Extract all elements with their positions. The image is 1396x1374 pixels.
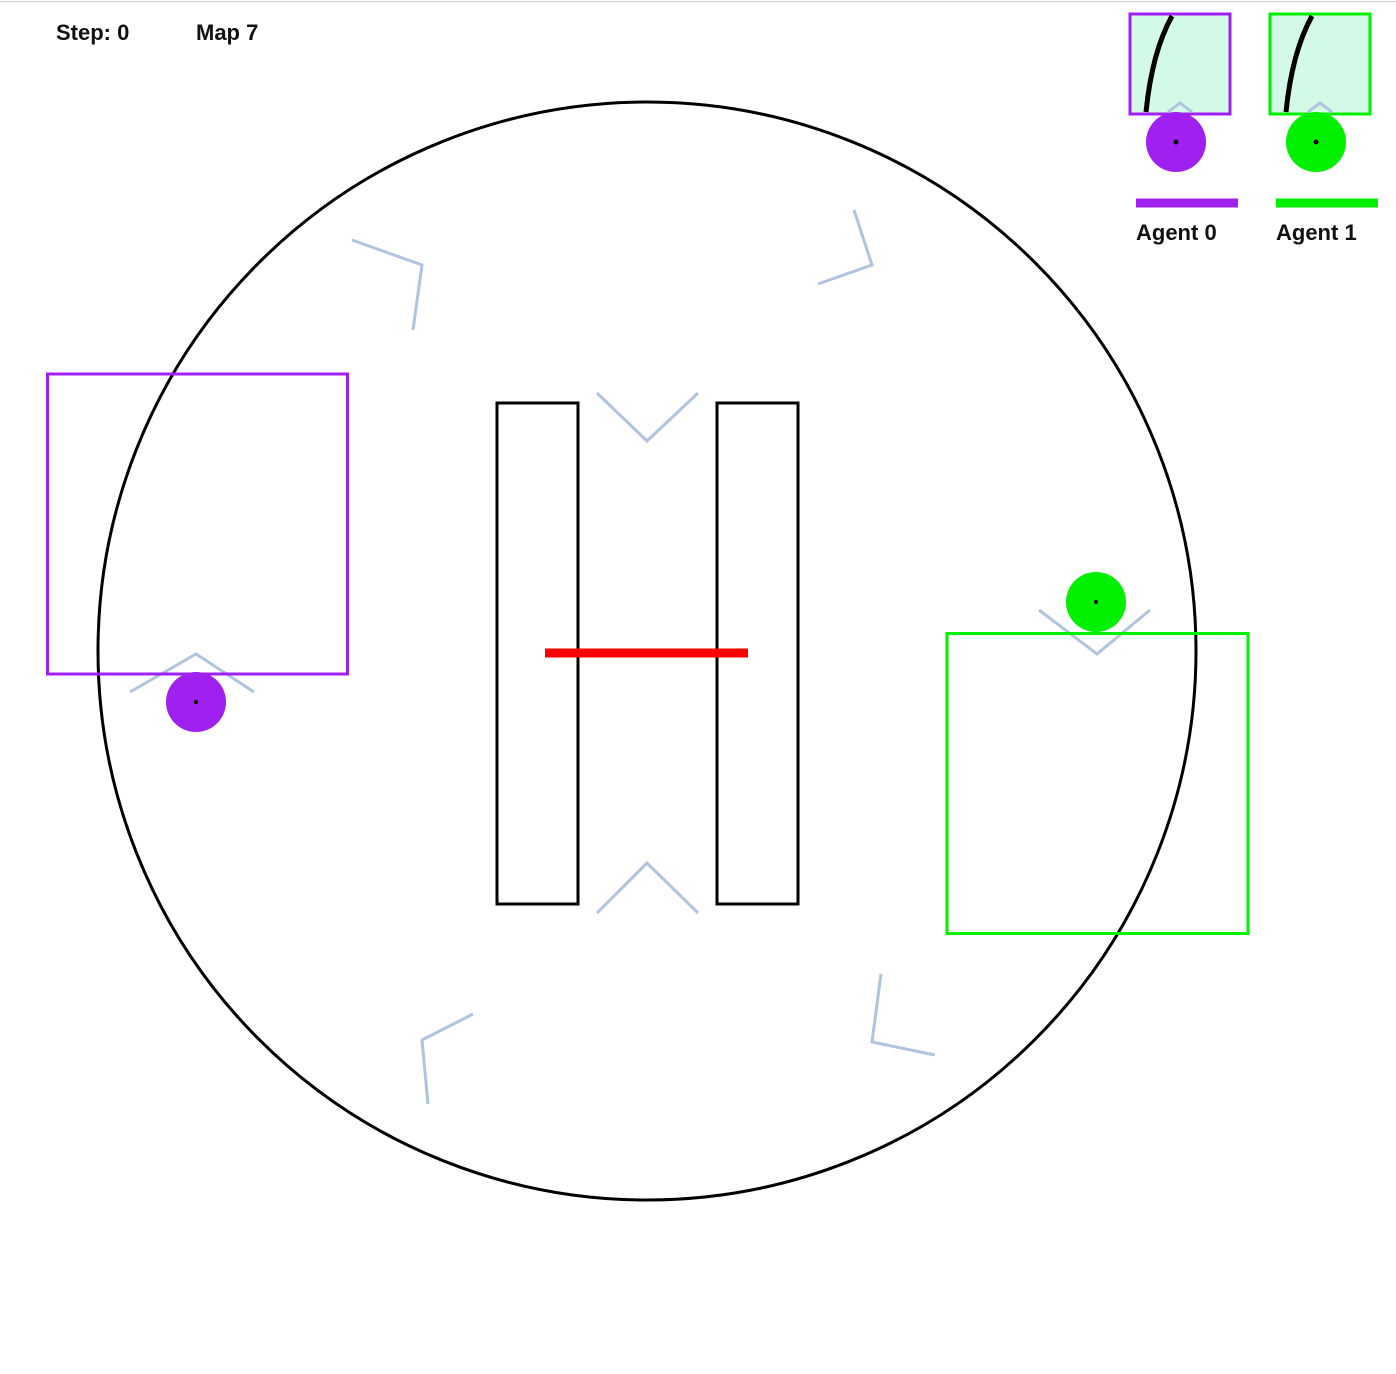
- agent1-view-box: [945, 632, 1250, 935]
- marker-chevron-bottom-left: [420, 1012, 474, 1105]
- agent1-label: Agent 1: [1276, 220, 1357, 245]
- marker-chevron-center-top: [595, 391, 700, 444]
- marker-chevron-top-right: [817, 209, 874, 286]
- agent1-observation-marker: [1307, 101, 1333, 114]
- map-label: Map 7: [196, 20, 259, 45]
- agent0-label: Agent 0: [1136, 220, 1217, 245]
- agent1-icon-dot: [1313, 139, 1319, 145]
- marker-group: [129, 209, 1151, 1105]
- agent0-icon-dot: [1173, 139, 1179, 145]
- arena-boundary: [96, 100, 1198, 1202]
- agent1-observation-panel: [1268, 12, 1378, 208]
- agent0-center-dot: [194, 700, 198, 704]
- marker-chevron-top-left: [351, 238, 424, 331]
- agent0-marker-chevron: [129, 652, 255, 694]
- marker-chevron-bottom-right: [870, 973, 936, 1057]
- agent1-observation-wall-arc: [1283, 14, 1315, 113]
- step-counter: Step: 0: [56, 20, 130, 45]
- agent1-marker-chevron: [1038, 608, 1151, 656]
- agent0-view-box: [46, 372, 349, 676]
- agent0-observation-panel: [1128, 12, 1238, 208]
- agent0-observation-wall-arc: [1143, 14, 1175, 113]
- marker-chevron-center-bottom: [595, 860, 700, 915]
- agent0-observation-marker: [1167, 101, 1193, 114]
- agent1-center-dot: [1094, 600, 1098, 604]
